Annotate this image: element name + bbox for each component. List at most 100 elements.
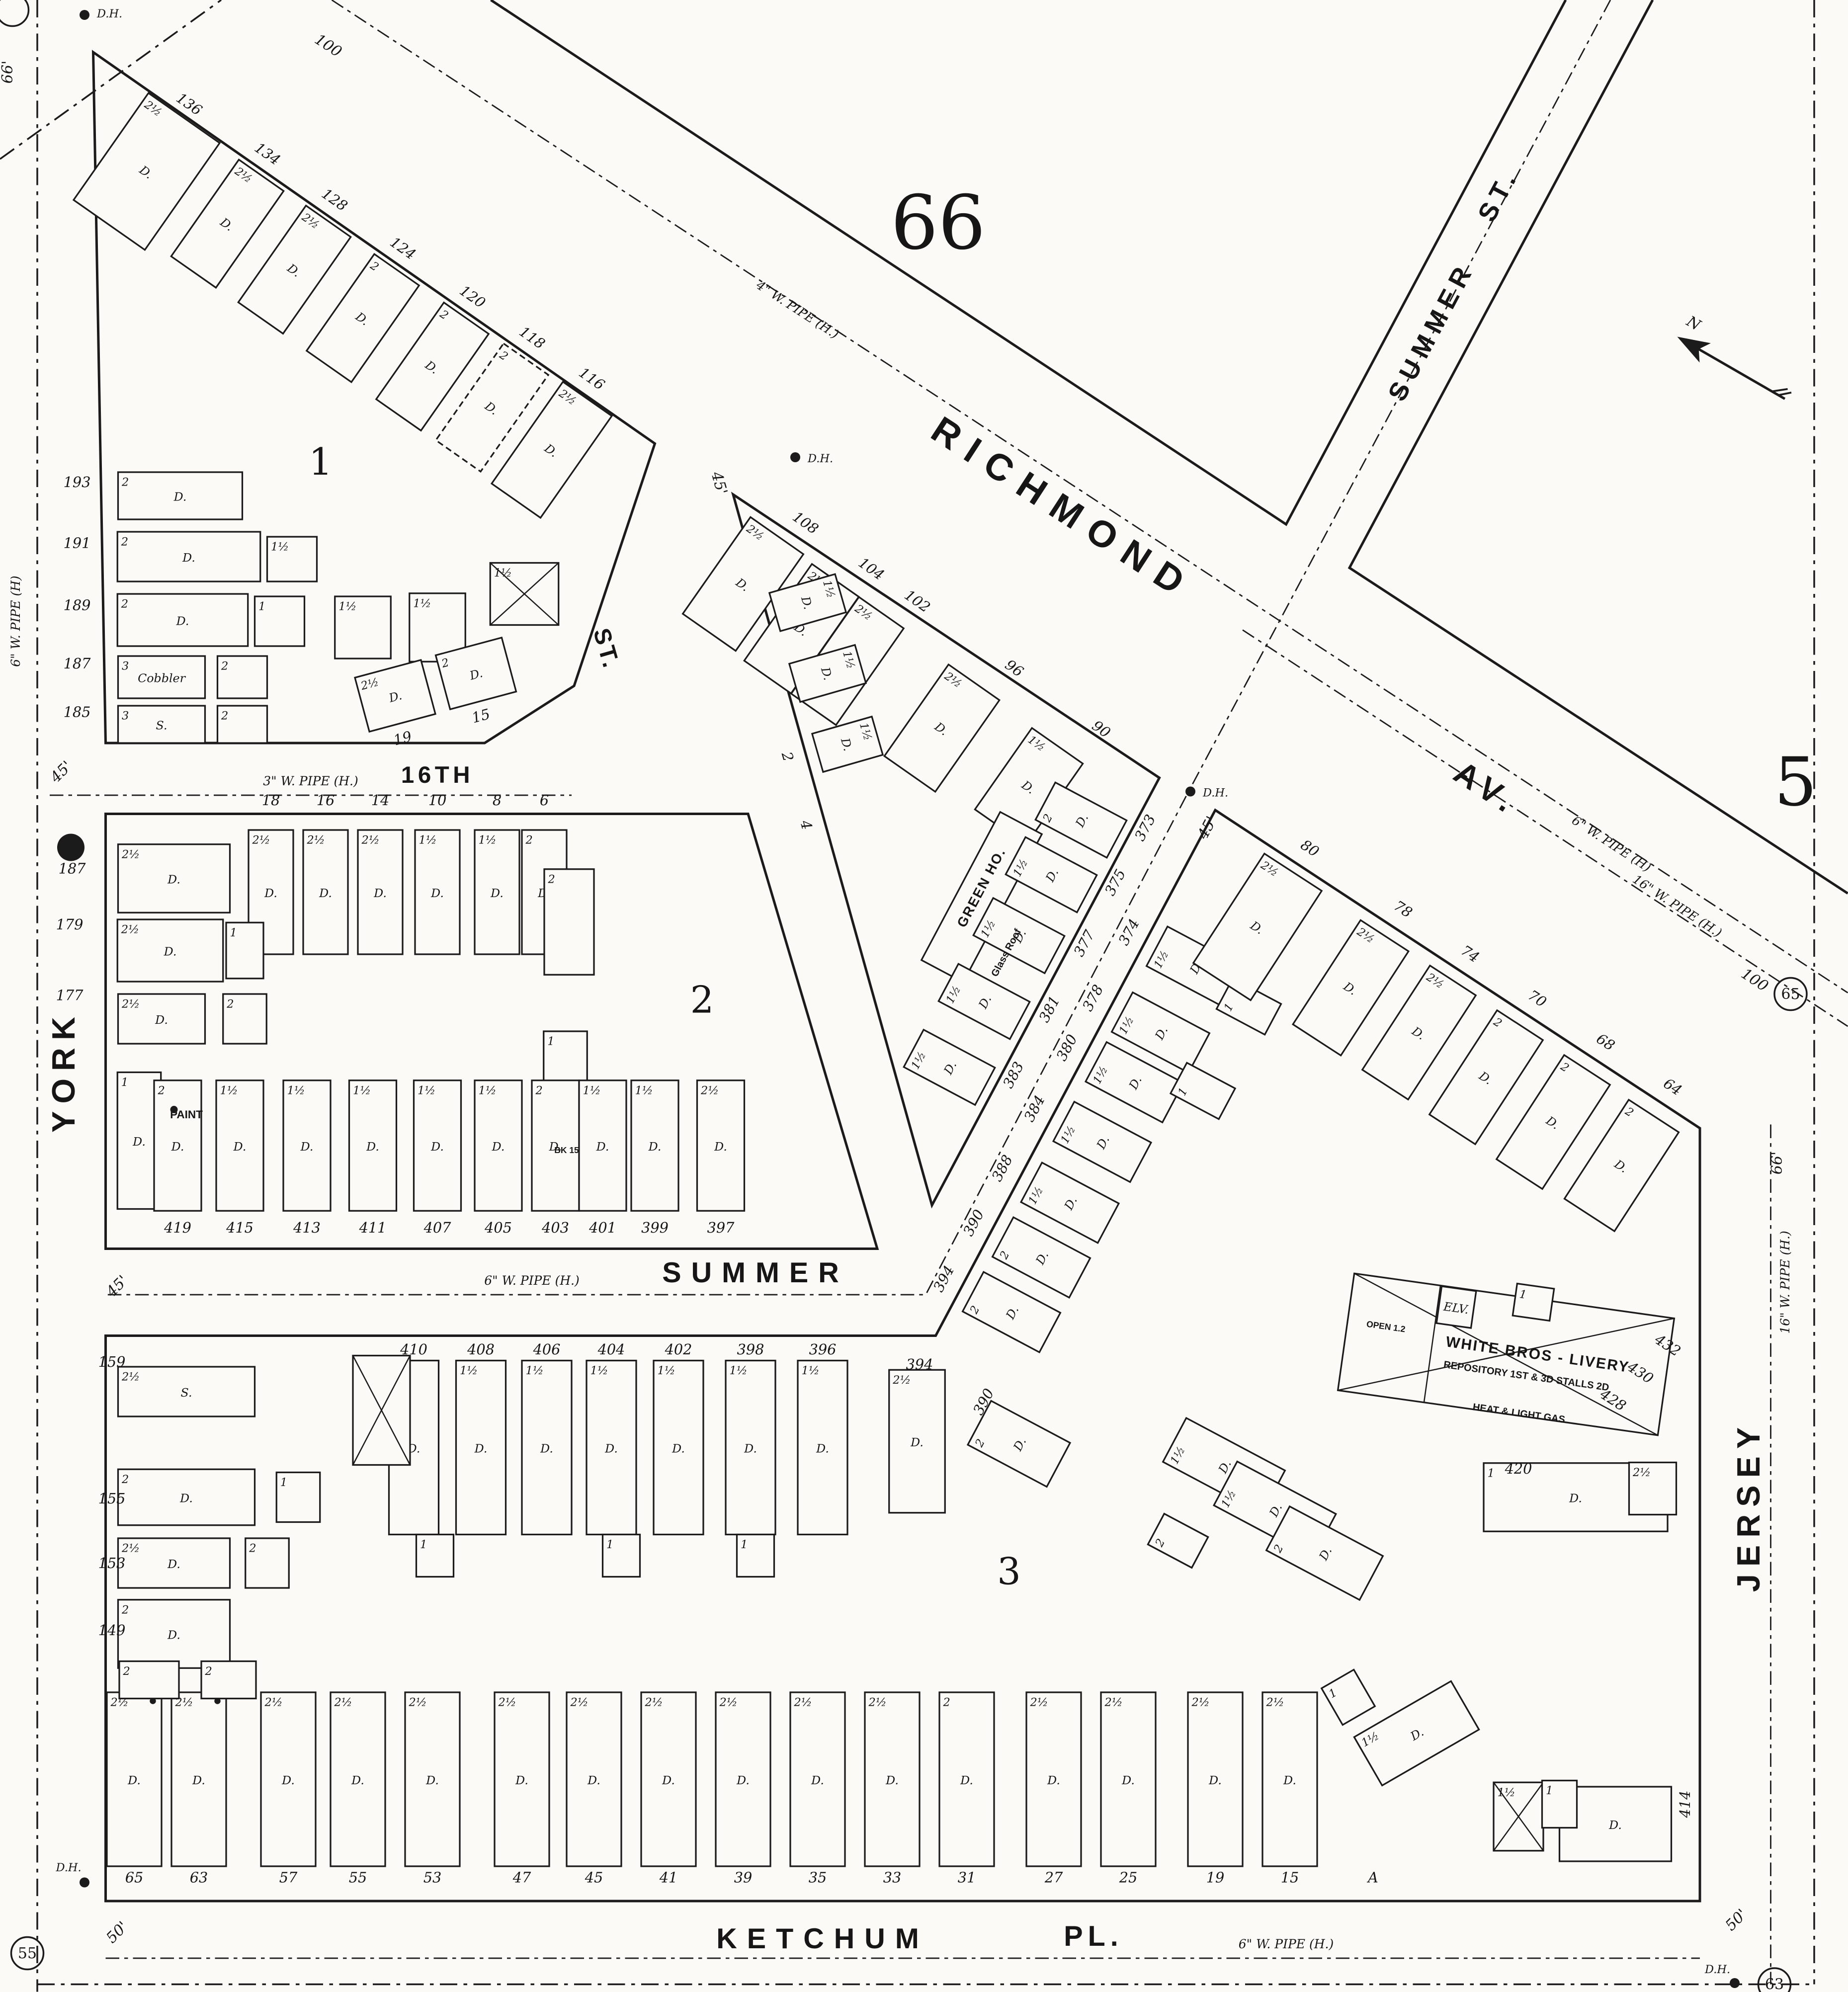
building-use-label: D. — [1121, 1773, 1135, 1787]
building-stories: 2 — [121, 536, 128, 549]
building-use-label: D. — [474, 1442, 488, 1456]
sheet-ref: 55 — [10, 1936, 45, 1971]
building-use-label: D. — [155, 1013, 168, 1027]
building-use-label: D. — [425, 1773, 439, 1787]
building: 1½D. — [348, 1079, 398, 1212]
house-number: 31 — [958, 1869, 976, 1886]
hydrant-label: D.H. — [807, 452, 833, 465]
building-stories: 1 — [547, 1035, 554, 1048]
building-stories: 2½ — [794, 1696, 812, 1709]
building-use-label: D. — [662, 1773, 675, 1787]
building-stories: 1½ — [479, 1084, 497, 1097]
building: 1 — [736, 1533, 775, 1578]
building-stories: 2½ — [121, 848, 140, 861]
building: 1½D. — [768, 573, 847, 632]
building: 1½D. — [521, 1359, 573, 1536]
house-number: 185 — [64, 704, 91, 721]
building: 1½D. — [282, 1079, 332, 1212]
house-number: 8 — [493, 792, 502, 809]
house-number: 35 — [809, 1869, 827, 1886]
building: 2D. — [375, 301, 490, 432]
water-pipe-line — [105, 0, 1611, 1296]
block-number: 2 — [690, 978, 714, 1022]
building: 1½D. — [788, 644, 867, 703]
street-label: YORK — [45, 1009, 82, 1133]
building-use-label: D. — [173, 490, 187, 504]
building-stories: 2 — [121, 476, 129, 489]
building: 2½D. — [302, 829, 349, 955]
building-stories: 2 — [121, 1603, 129, 1616]
house-number: 398 — [737, 1341, 764, 1358]
building: 2½D. — [404, 1691, 461, 1867]
building-stories: 2½ — [334, 1696, 352, 1709]
house-number: 63 — [190, 1869, 208, 1886]
house-number: 396 — [809, 1341, 837, 1358]
building-stories: 2½ — [264, 1696, 283, 1709]
block-number: 66 — [891, 180, 986, 266]
street-label: KETCHUM — [716, 1923, 928, 1955]
building-stories: 1½ — [590, 1364, 608, 1377]
building-stories: 2½ — [121, 923, 139, 936]
building — [352, 1354, 411, 1466]
building-use-label: D. — [587, 1773, 600, 1787]
house-number: A — [1366, 1869, 1378, 1886]
building: 2½D. — [237, 204, 352, 335]
building-use-label: D. — [736, 1773, 750, 1787]
building: 1½D. — [474, 829, 520, 955]
building-stories: 2 — [121, 1473, 129, 1486]
building-use-label: D. — [811, 1773, 824, 1787]
house-number: 187 — [59, 860, 86, 877]
house-number: 25 — [1119, 1869, 1138, 1886]
building-stories: 2 — [221, 660, 228, 673]
pipe-label: 16" W. PIPE (H.) — [1778, 1231, 1792, 1333]
sheet-ref: 63 — [1757, 1967, 1792, 1992]
building-use-label: D. — [319, 886, 332, 900]
building-use-label: ELV. — [1442, 1299, 1470, 1317]
building: 2½ D. — [117, 843, 231, 913]
building: 1 — [601, 1533, 641, 1578]
building-use-label: D. — [281, 1773, 295, 1787]
building-use-label: D. — [167, 873, 180, 887]
house-number: 55 — [349, 1869, 367, 1886]
block-number: 5 — [1774, 743, 1817, 821]
building: 2½ D. — [789, 1691, 846, 1867]
building-stories: 2½ — [121, 1371, 140, 1384]
building-use-label: D. — [604, 1442, 618, 1456]
building-stories: 2 — [249, 1542, 256, 1555]
building: 2D. — [153, 1079, 202, 1212]
hydrant-label: D.H. — [96, 7, 122, 20]
building: 2½D. — [117, 1537, 231, 1589]
house-number: 65 — [125, 1869, 144, 1886]
sheet-ref-number: 55 — [18, 1945, 37, 1962]
building: 1 — [1512, 1282, 1555, 1322]
building: 2D. — [434, 342, 550, 473]
house-number: 189 — [64, 597, 91, 614]
building: 1 — [1169, 1062, 1237, 1120]
building: 1½D. — [725, 1359, 776, 1536]
building: 1½D. — [578, 1079, 627, 1212]
building: 2½D. — [170, 158, 285, 289]
building-stories: 2½ — [700, 1084, 719, 1097]
block-outline-2 — [104, 813, 879, 1250]
sheet-ref — [0, 0, 30, 27]
hydrant-label: D.H. — [56, 1861, 82, 1874]
building-use-label: D. — [264, 886, 277, 900]
building-use-label: D. — [910, 1435, 924, 1449]
building-stories: 2½ — [645, 1696, 663, 1709]
building: 1½D. — [630, 1079, 679, 1212]
building: 2 — [200, 1660, 257, 1700]
house-number: 153 — [98, 1555, 126, 1572]
building: 2D. — [117, 1599, 231, 1669]
house-number: 397 — [707, 1219, 735, 1236]
building: 2½D. — [681, 516, 805, 652]
building-stories: 1½ — [635, 1084, 653, 1097]
building-use-label: D. — [127, 1773, 141, 1787]
building-stories: 2½ — [1632, 1466, 1651, 1479]
house-number: 6 — [540, 792, 549, 809]
building-stories: 2½ — [361, 834, 380, 847]
